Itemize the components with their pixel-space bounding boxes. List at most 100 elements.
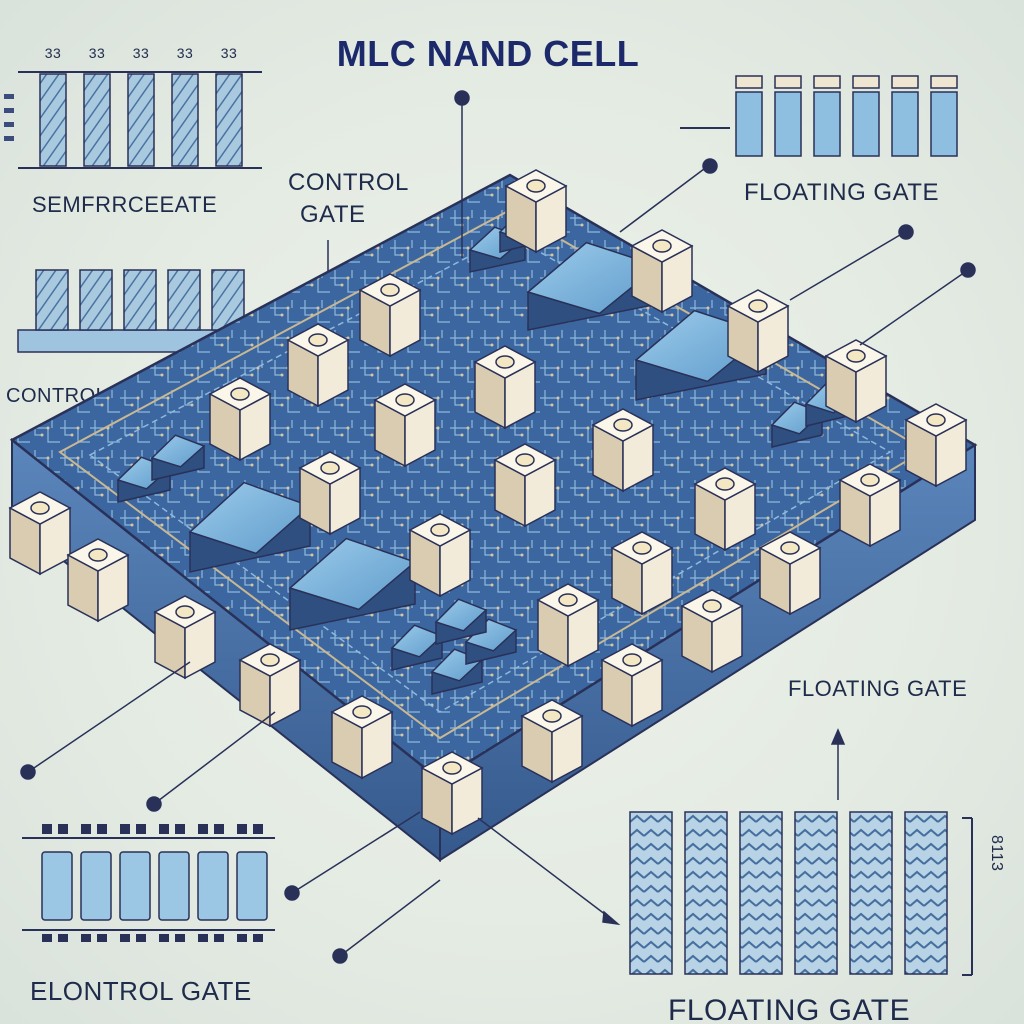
pin-top: [81, 824, 91, 834]
post-hole: [860, 473, 880, 487]
post-hole: [260, 653, 280, 667]
post-hole: [558, 593, 578, 607]
pin-top: [97, 824, 107, 834]
pin-top: [198, 824, 208, 834]
left-stacked-cell-strip: [17, 269, 245, 353]
leader-dot: [960, 262, 976, 278]
post: [504, 169, 568, 254]
pin-bottom: [175, 934, 185, 942]
pin-bottom: [120, 934, 130, 942]
post: [420, 751, 484, 836]
bar-cell: [813, 91, 841, 157]
post-hole: [780, 541, 800, 555]
tick-label: 33: [221, 45, 238, 61]
post: [8, 491, 72, 576]
post: [600, 643, 664, 728]
post-hole: [515, 453, 535, 467]
post-hole: [715, 477, 735, 491]
post-hole: [652, 239, 672, 253]
small-chip: [434, 598, 488, 645]
pin-bottom: [253, 934, 263, 942]
post: [493, 443, 557, 528]
pin-bottom: [159, 934, 169, 942]
post-hole: [526, 179, 546, 193]
small-chip: [150, 434, 206, 481]
floating-gate-mid-right-label: FLOATING GATE: [788, 676, 967, 701]
post-hole: [846, 349, 866, 363]
post: [286, 323, 350, 408]
control-left-label: CONTROL: [6, 385, 107, 407]
chevron-cell: [849, 811, 893, 975]
post: [208, 377, 272, 462]
control-gate-top-label: CONTROL GATE: [288, 169, 415, 228]
blue-cell: [236, 851, 268, 921]
tick-label: 33: [45, 45, 62, 61]
post-hole: [320, 461, 340, 475]
control-gate-line-1: CONTROL: [288, 169, 408, 196]
large-chip: [526, 241, 660, 331]
leader-dot: [898, 224, 914, 240]
post-hole: [88, 548, 108, 562]
pin-top: [58, 824, 68, 834]
stacked-cell: [79, 269, 113, 331]
post-hole: [230, 387, 250, 401]
pin-bottom: [198, 934, 208, 942]
bottom-right-cell-strip: [629, 811, 973, 976]
post-hole: [748, 299, 768, 313]
blue-cell: [41, 851, 73, 921]
post: [153, 595, 217, 680]
chevron-cell: [684, 811, 728, 975]
post-hole: [542, 709, 562, 723]
chevron-cell: [794, 811, 838, 975]
bar-cell: [774, 91, 802, 157]
pin-top: [175, 824, 185, 834]
pin-bottom: [81, 934, 91, 942]
floating-gate-top-right-label: FLOATING GATE: [744, 179, 939, 206]
leader-dot: [284, 885, 300, 901]
leader-dot: [454, 90, 470, 106]
hatched-cell: [39, 73, 67, 167]
bar-cell: [852, 91, 880, 157]
bottom-left-cell-strip: [22, 824, 275, 942]
post-hole: [613, 418, 633, 432]
chip-top: [434, 598, 488, 632]
nand-board: [8, 169, 978, 863]
post: [373, 383, 437, 468]
hatched-cell: [83, 73, 111, 167]
bar-cap: [891, 75, 919, 89]
control-gate-bottom-label: ELONTROL GATE: [30, 976, 252, 1006]
tick-label: 33: [133, 45, 150, 61]
diagram-title: MLC NAND CELL: [337, 33, 639, 74]
post-hole: [632, 541, 652, 555]
post: [610, 531, 674, 616]
tick-label: 33: [177, 45, 194, 61]
post-hole: [442, 761, 462, 775]
post: [693, 467, 757, 552]
pin-bottom: [58, 934, 68, 942]
bar-cell: [891, 91, 919, 157]
stacked-cell: [35, 269, 69, 331]
post: [591, 408, 655, 493]
post: [330, 695, 394, 780]
blue-cell: [158, 851, 190, 921]
vertical-mark-text: 8113: [988, 835, 1005, 871]
chevron-cell: [629, 811, 673, 975]
leader-dot: [20, 764, 36, 780]
side-tick-marks: [4, 94, 14, 141]
pin-top: [159, 824, 169, 834]
bar-cap: [930, 75, 958, 89]
post: [473, 345, 537, 430]
post: [824, 339, 888, 424]
stacked-cell: [123, 269, 157, 331]
blue-cell: [197, 851, 229, 921]
post: [758, 531, 822, 616]
post-hole: [430, 523, 450, 537]
post-hole: [622, 653, 642, 667]
hatched-cell: [171, 73, 199, 167]
post: [630, 229, 694, 314]
leader-dot: [332, 948, 348, 964]
post-hole: [926, 413, 946, 427]
floating-gate-bottom-right-label: FLOATING GATE: [668, 994, 910, 1024]
leader-dot: [146, 796, 162, 812]
